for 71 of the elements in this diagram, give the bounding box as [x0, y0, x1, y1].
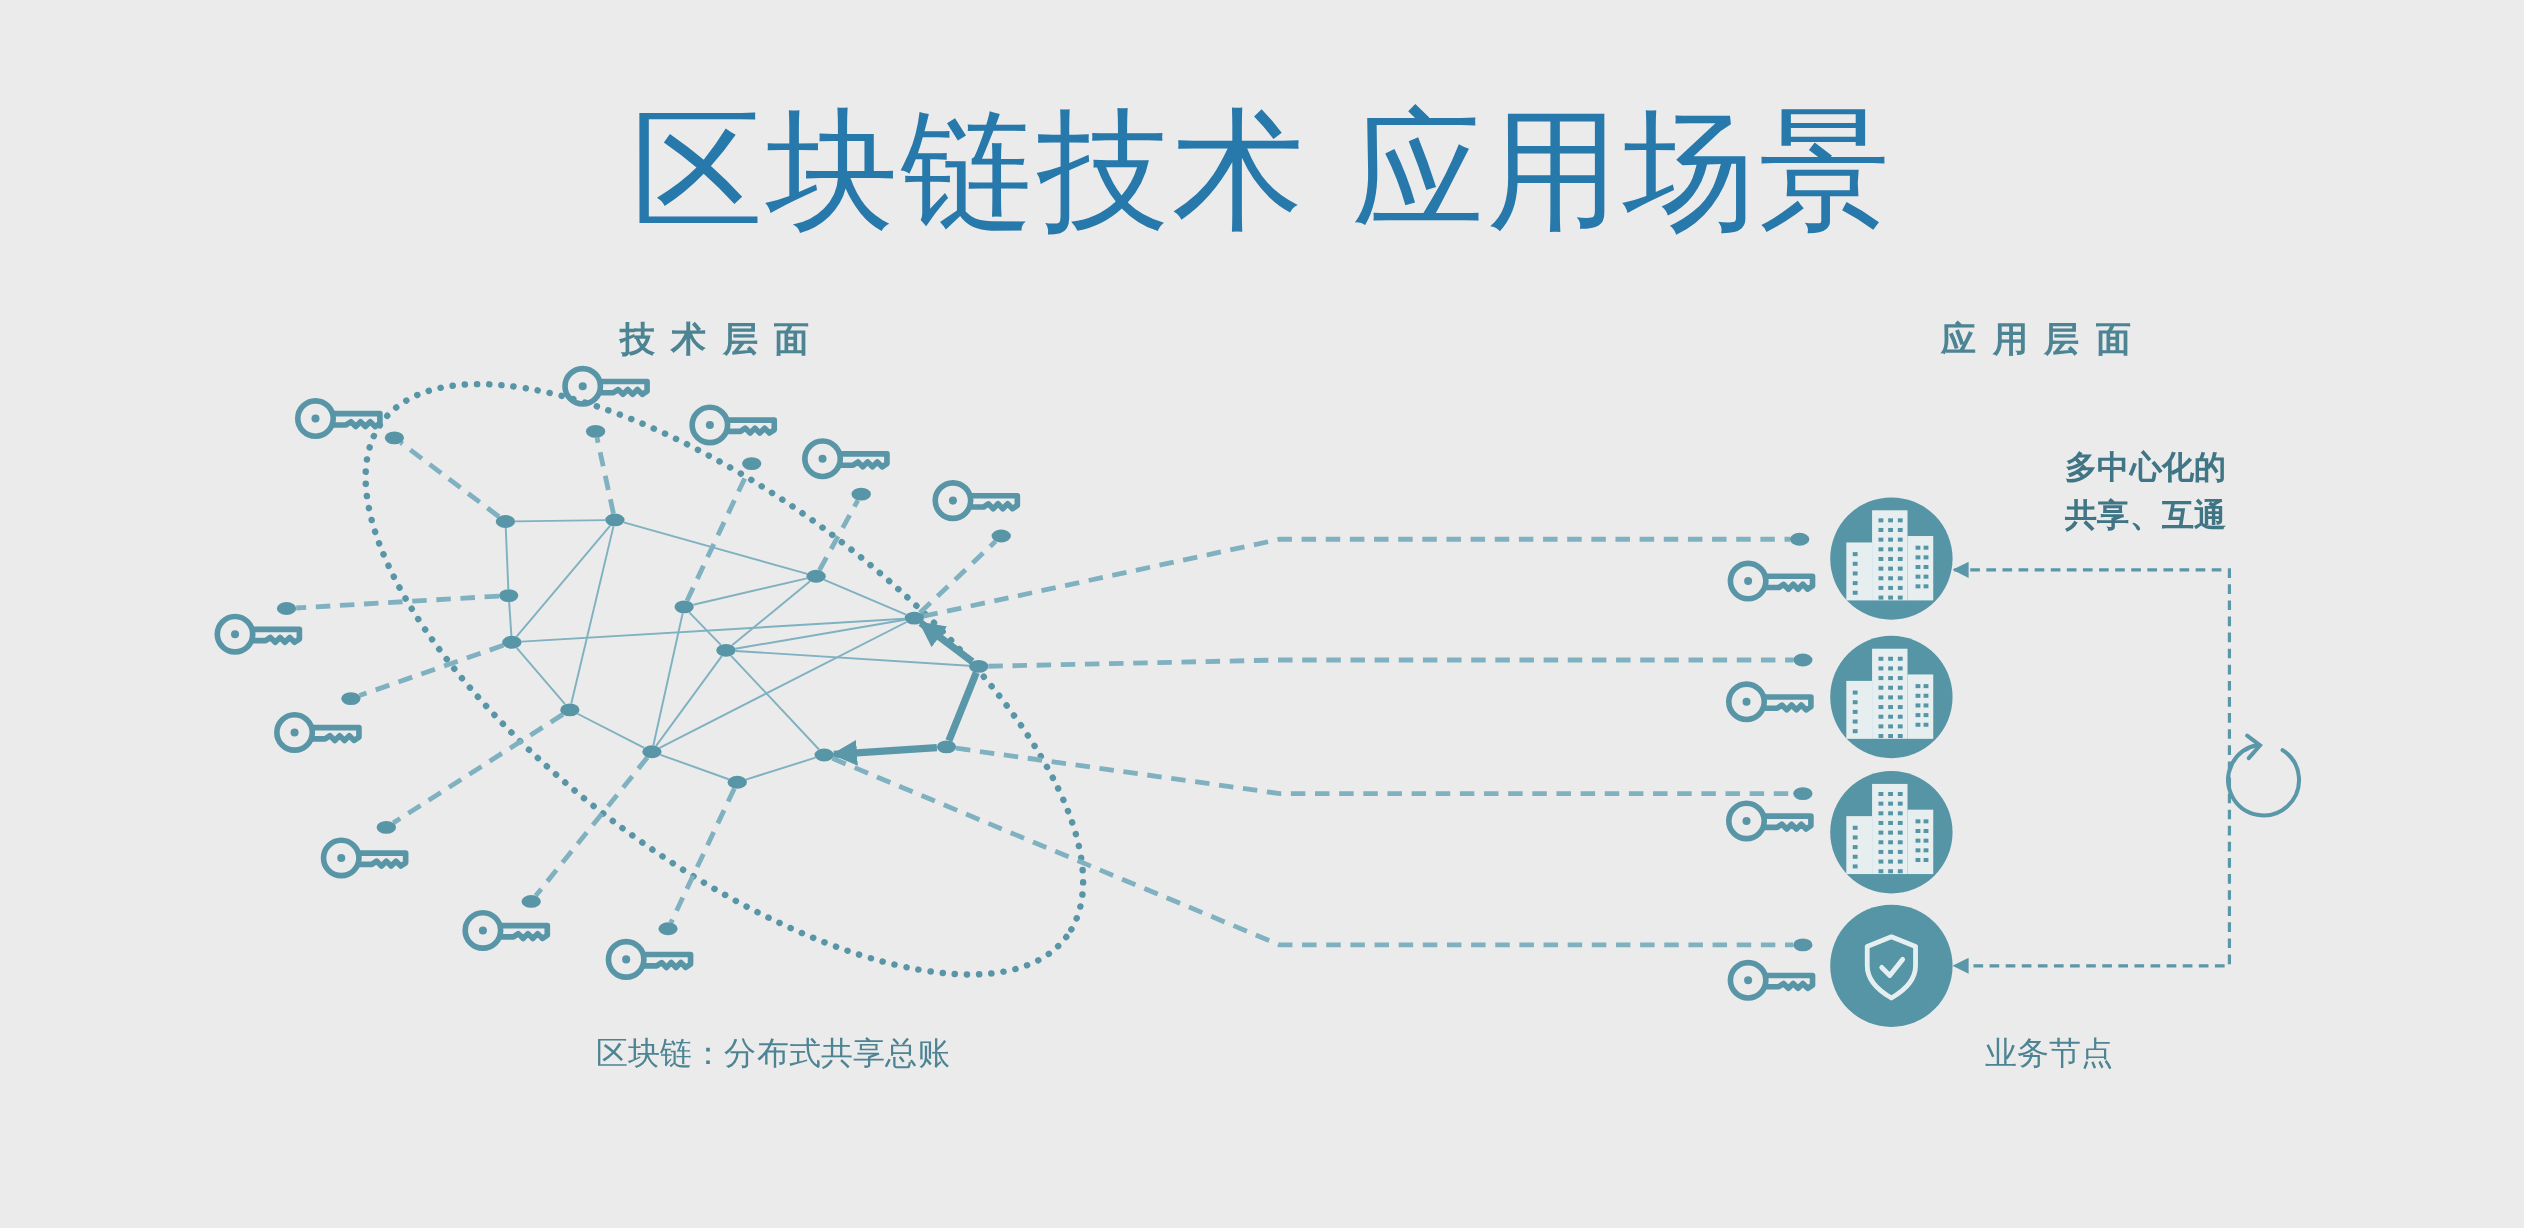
connection-dot	[1790, 532, 1810, 546]
connector-line	[734, 650, 970, 667]
connector-line	[988, 657, 1794, 669]
connector-line	[655, 655, 723, 747]
connector-line	[817, 499, 860, 572]
connector-line	[744, 756, 817, 781]
connector-line	[622, 521, 809, 575]
connection-dot	[1793, 653, 1813, 667]
connector-line	[515, 646, 566, 706]
connector-line	[514, 519, 607, 523]
connector-line	[831, 756, 1794, 948]
title: 区块链技术 应用场景	[630, 93, 1894, 247]
connector-line	[504, 527, 510, 591]
connection-dot	[814, 748, 834, 762]
connector-line	[533, 755, 650, 898]
connection-dot	[904, 611, 924, 625]
arrow	[1952, 561, 2232, 974]
connector-line	[658, 621, 908, 749]
connection-dot	[560, 703, 580, 717]
connection-dot	[851, 487, 871, 501]
connector-line	[576, 712, 646, 749]
section-heading: 应用层面	[1941, 317, 2148, 361]
connector-line	[918, 539, 998, 615]
connector-line	[594, 437, 616, 514]
connection-dot	[658, 922, 678, 936]
connector-line	[945, 671, 980, 742]
connection-dot	[495, 515, 516, 528]
arrow	[831, 739, 938, 766]
connection-dot	[502, 635, 522, 649]
connector-line	[296, 593, 500, 611]
connection-dot	[276, 602, 297, 615]
connection-dot	[376, 820, 396, 834]
connection-dot	[716, 643, 736, 657]
connection-dot	[969, 659, 989, 673]
connection-dot	[341, 692, 361, 706]
connector-line	[391, 712, 565, 825]
caption: 区块链：分布式共享总账	[595, 1032, 950, 1075]
section-heading: 技术层面	[619, 317, 826, 361]
connector-line	[358, 643, 505, 698]
connection-dot	[521, 895, 541, 908]
connector-line	[668, 787, 737, 924]
connector-line	[515, 524, 612, 638]
connection-dot	[727, 775, 747, 789]
caption: 业务节点	[1984, 1032, 2114, 1075]
note-text: 多中心化的共享、互通	[2065, 446, 2228, 537]
connection-dot	[936, 740, 957, 754]
connector-line	[823, 578, 908, 616]
connection-dot	[384, 431, 405, 445]
connection-dot	[674, 600, 694, 614]
connection-dot	[585, 424, 606, 438]
connection-dot	[1793, 787, 1813, 800]
connection-dot	[605, 513, 625, 527]
connection-dot	[991, 529, 1011, 543]
connector-line	[730, 654, 820, 751]
connector-line	[922, 536, 1790, 619]
connector-line	[508, 601, 513, 637]
connection-dot	[742, 457, 762, 471]
connector-line	[399, 440, 501, 519]
connector-line	[570, 525, 615, 705]
arrow	[918, 620, 975, 665]
connection-dot	[499, 589, 519, 603]
connection-dot	[1793, 938, 1813, 952]
connection-dot	[642, 745, 662, 759]
connector-line	[659, 753, 730, 781]
connector-line	[692, 577, 808, 606]
connector-line	[688, 611, 722, 646]
connector-line	[734, 618, 906, 650]
connector-line	[731, 580, 811, 647]
connector-line	[652, 612, 684, 747]
connector-line	[520, 617, 906, 643]
connection-dot	[806, 569, 826, 583]
